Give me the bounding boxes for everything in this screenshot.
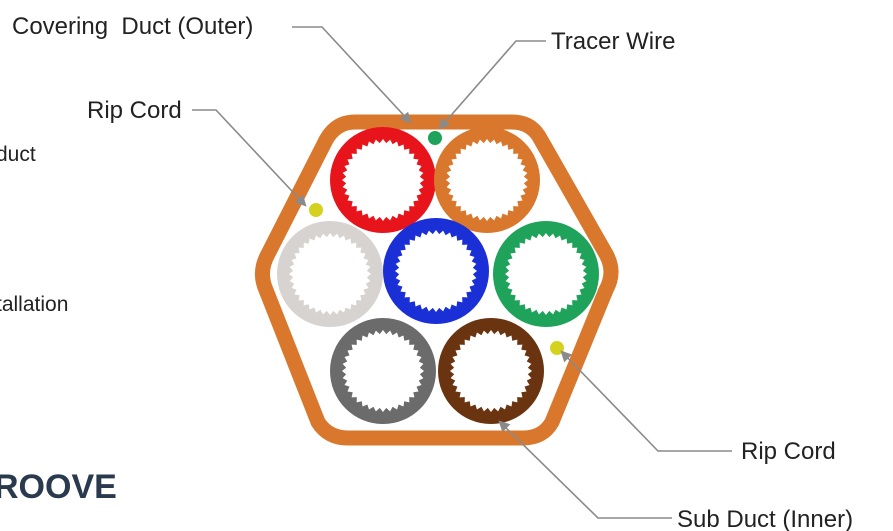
sub-duct-group (277, 127, 599, 424)
covering-duct-label: Covering Duct (Outer) (12, 13, 253, 40)
sub-duct-green-inner (505, 233, 587, 315)
rip-cord-bottom-leader (560, 350, 732, 452)
rip-cord-top-label: Rip Cord (87, 97, 182, 124)
rip-cord-bottom-label: Rip Cord (741, 438, 836, 465)
tracer-wire-label: Tracer Wire (551, 28, 675, 55)
sub-duct-orange-inner (446, 139, 528, 221)
tracer-wire-dot (428, 131, 442, 145)
sub-duct-label: Sub Duct (Inner) (677, 506, 853, 531)
sub-duct-grey-inner (342, 330, 424, 412)
tracer-wire-leader (438, 40, 546, 130)
sub-duct-leader (498, 420, 672, 519)
rip-cord-dot-top (309, 203, 323, 217)
sub-duct-white-inner (289, 233, 371, 315)
sub-duct-brown-inner (450, 330, 532, 412)
outer-covering-duct (255, 114, 619, 446)
sub-duct-blue-inner (395, 230, 477, 312)
side-text-installation: tallation (0, 293, 68, 316)
side-text-duct: duct (0, 143, 36, 166)
covering-duct-leader (292, 26, 412, 124)
brand-logo-text: ROOVE (0, 468, 117, 506)
rip-cord-top-leader (192, 109, 307, 207)
sub-duct-red-inner (342, 139, 424, 221)
